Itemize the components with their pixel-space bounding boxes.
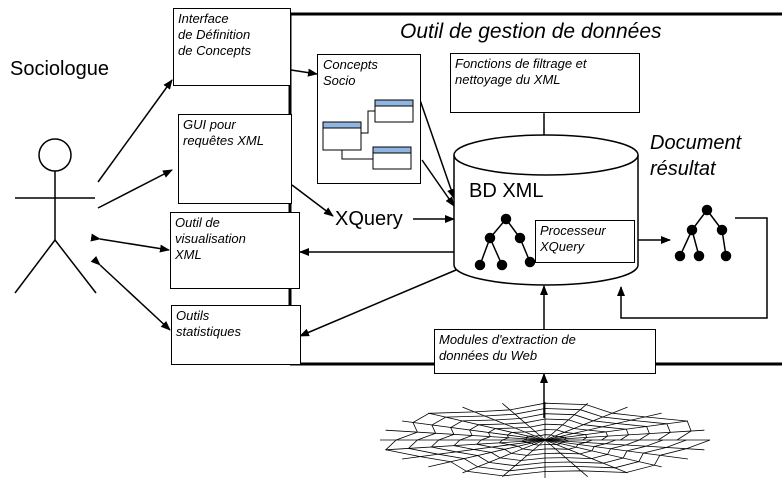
arrow-actor-to-concepts [97, 79, 173, 183]
database-label: BD XML [469, 180, 544, 202]
web-extraction-modules-box: Modules d'extraction de données du Web [434, 329, 656, 374]
arrow-result-feedback-loop [617, 217, 768, 319]
arrow-concepts-socio-bottom-to-db [421, 159, 455, 207]
web-icon [380, 402, 711, 478]
concept-definition-interface-box: Interface de Définition de Concepts [173, 8, 291, 86]
db-tree-icon [474, 213, 536, 271]
filter-functions-box: Fonctions de filtrage et nettoyage du XM… [450, 53, 640, 113]
statistics-tools-box: Outils statistiques [171, 305, 301, 365]
tool-title: Outil de gestion de données [400, 20, 662, 43]
xml-visualization-tool-box: Outil de visualisation XML [170, 212, 300, 289]
xquery-processor-box: Processeur XQuery [535, 220, 635, 263]
result-document-label: Document résultat [650, 132, 742, 180]
arrow-actor-to-gui [97, 169, 173, 209]
concepts-socio-box: Concepts Socio [317, 54, 421, 184]
gui-xml-queries-box: GUI pour requêtes XML [178, 114, 292, 204]
arrow-gui-to-xquery [291, 184, 334, 217]
arrow-statistics-actor [90, 255, 171, 331]
arrow-concepts-socio-to-db [419, 99, 455, 199]
actor-label: Sociologue [10, 58, 109, 80]
arrow-interface-to-concepts-socio [290, 68, 318, 77]
actor-figure [14, 138, 97, 294]
arrow-visualization-actor [90, 233, 170, 253]
class-diagram-icon [322, 99, 414, 170]
xquery-label: XQuery [335, 208, 403, 230]
result-tree-icon [674, 204, 732, 262]
arrow-db-to-statistics [299, 269, 457, 337]
concepts-socio-label: Concepts Socio [323, 57, 378, 88]
